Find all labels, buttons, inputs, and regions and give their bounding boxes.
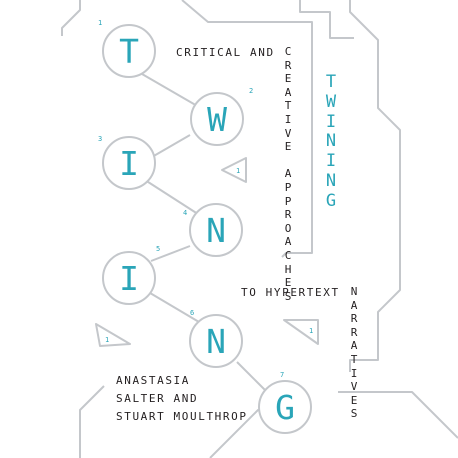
vertical-glyph: I [325,151,337,172]
title-letter: G [275,387,295,427]
letter-circle-i-2: I [102,251,156,305]
vertical-glyph: N [350,285,358,298]
vertical-glyph: R [284,208,292,222]
vertical-glyph: S [284,289,292,303]
step-number: 1 [98,19,103,27]
letter-circle-t: T [102,24,156,78]
vertical-glyph: N [325,131,337,152]
step-number: 5 [156,245,161,253]
vertical-glyph [282,155,294,169]
title-letter: T [119,31,139,71]
letter-circle-w: W [190,92,244,146]
vertical-glyph: E [284,72,292,86]
vertical-glyph: A [350,339,358,353]
vertical-glyph: E [284,276,292,290]
title-letter: I [119,258,139,298]
title-letter: N [206,210,226,250]
letter-circle-n-2: N [189,314,243,368]
vertical-glyph: I [350,366,358,380]
vertical-glyph: S [350,407,358,421]
vertical-glyph: A [284,235,292,249]
vertical-glyph: I [325,111,337,132]
vertical-glyph: R [350,325,358,339]
letter-circle-i: I [102,136,156,190]
title-letter: W [207,99,227,139]
step-number: 6 [190,309,195,317]
vertical-glyph: P [284,194,292,208]
step-number: 3 [98,135,103,143]
author-line-1: ANASTASIA [116,374,191,387]
vertical-glyph: E [284,140,292,154]
vertical-glyph: C [284,45,292,58]
vertical-glyph: R [284,58,292,72]
vertical-glyph: V [350,380,358,394]
subtitle-line-2: TO HYPERTEXT [241,286,340,299]
letter-circle-g: G [258,380,312,434]
title-letter: I [119,143,139,183]
title-letter: N [206,321,226,361]
vertical-glyph: A [350,298,358,312]
vertical-glyph: V [284,126,292,140]
vertical-glyph: T [350,352,358,366]
vertical-glyph: R [350,312,358,326]
vertical-glyph: H [284,262,292,276]
vertical-glyph: A [284,85,292,99]
vertical-glyph: I [284,112,292,126]
vertical-glyph: O [284,221,292,235]
vertical-glyph: E [350,393,358,407]
triangle-number: 1 [105,336,110,344]
vertical-glyph: P [284,180,292,194]
vertical-glyph: T [325,72,337,92]
step-number: 2 [249,87,254,95]
letter-circle-n: N [189,203,243,257]
step-number: 4 [183,209,188,217]
vertical-glyph: A [284,167,292,181]
step-number: 7 [280,371,285,379]
vertical-glyph: T [284,99,292,113]
subtitle-line-1: CRITICAL AND [176,46,275,59]
triangle-number: 1 [309,327,314,335]
vertical-glyph: W [325,91,337,112]
author-line-3: STUART MOULTHROP [116,410,248,423]
triangle-number: 1 [236,167,241,175]
vertical-glyph: C [284,248,292,262]
author-line-2: SALTER AND [116,392,199,405]
vertical-glyph: G [325,190,337,211]
vertical-glyph: N [325,170,337,191]
